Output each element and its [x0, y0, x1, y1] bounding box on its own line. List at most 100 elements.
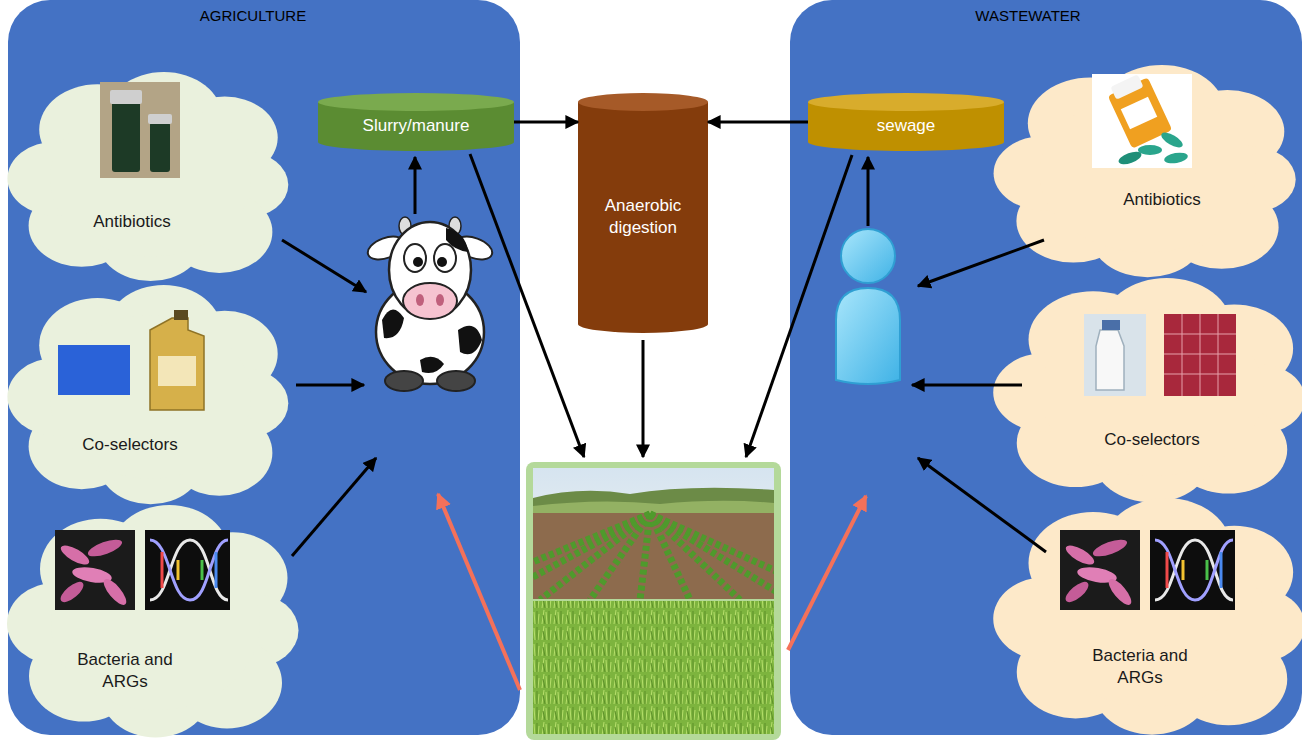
- cloud-outline: [1040, 309, 1263, 476]
- cow-figure: [403, 283, 457, 319]
- dna-picture: [1150, 530, 1235, 610]
- antibiotic-vials-picture: [100, 82, 180, 178]
- bacteria-picture: [57, 578, 86, 605]
- antibiotic-pills-picture: [1092, 74, 1192, 168]
- antibiotic-pills-picture: [1121, 97, 1157, 130]
- antibiotic-vials-picture: [110, 90, 142, 104]
- field-picture: [650, 514, 774, 599]
- dna-picture: [201, 560, 204, 580]
- storage-cylinder: Anaerobic digestion: [578, 93, 708, 333]
- bacteria-picture: [86, 536, 124, 560]
- cow-figure: [434, 244, 456, 272]
- antibiotic-pills-picture: [1117, 149, 1143, 167]
- field-picture: [533, 514, 650, 599]
- bacteria-picture: [55, 530, 135, 610]
- flow-arrow: [296, 384, 364, 387]
- cloud-outline: [50, 101, 251, 257]
- bacteria-picture: [55, 530, 135, 610]
- cloud-outline: [1040, 530, 1263, 706]
- field-picture: [650, 514, 774, 599]
- bacteria-picture: [58, 542, 92, 568]
- field-picture: [590, 514, 650, 599]
- antibiotic-vials-picture: [112, 100, 140, 172]
- node-label: sewage: [814, 115, 998, 137]
- flow-arrow: [514, 121, 578, 124]
- cow-figure: [437, 371, 475, 391]
- cow-figure: [420, 357, 444, 373]
- dna-picture: [150, 540, 228, 600]
- cow-figure: [376, 280, 484, 384]
- field-picture: [533, 468, 774, 599]
- cow-figure: [436, 294, 444, 306]
- node-label: Antibiotics: [52, 211, 212, 233]
- field-picture: [650, 514, 740, 599]
- cow-figure: [404, 244, 426, 272]
- node-label: Anaerobic digestion: [584, 195, 702, 239]
- cow-figure: [437, 257, 447, 267]
- node-label: Co-selectors: [1072, 429, 1232, 451]
- co-selector-picture: [1096, 330, 1124, 390]
- storage-cylinder: sewage: [808, 93, 1004, 151]
- field-picture: [540, 514, 650, 599]
- cow-figure: [385, 371, 423, 391]
- node-label: Bacteria and ARGs: [65, 649, 185, 693]
- bacteria-picture: [1060, 530, 1140, 610]
- node-label: Bacteria and ARGs: [1080, 645, 1200, 689]
- dna-picture: [1155, 540, 1233, 600]
- antibiotic-vials-picture: [148, 114, 172, 124]
- bacteria-picture: [1063, 542, 1097, 568]
- dna-picture: [1155, 540, 1233, 600]
- antibiotic-pills-picture: [1159, 130, 1185, 151]
- dna-picture: [177, 560, 180, 580]
- antibiotic-pills-picture: [1092, 74, 1192, 168]
- cloud-outline: [1039, 94, 1256, 252]
- co-selector-picture: [1164, 314, 1236, 396]
- field-picture: [533, 601, 774, 734]
- co-selector-picture: [1164, 314, 1236, 396]
- field-picture: [640, 514, 650, 599]
- cylinder-outline: [578, 93, 708, 111]
- antibiotic-pills-picture: [1110, 74, 1143, 99]
- field-picture: [533, 468, 774, 599]
- cow-figure: [382, 309, 404, 338]
- cow-figure: [458, 326, 482, 355]
- node-label: Co-selectors: [50, 434, 210, 456]
- co-selector-picture: [58, 345, 130, 395]
- cloud-outline: [1102, 498, 1231, 600]
- cloud-outline: [1102, 278, 1231, 375]
- cloud-outline: [51, 537, 260, 710]
- cloud-outline: [1005, 278, 1299, 498]
- person-figure: [836, 229, 900, 384]
- bacteria-picture: [1062, 578, 1091, 605]
- antibiotic-pills-picture: [1163, 151, 1188, 165]
- region-heading: AGRICULTURE: [178, 6, 328, 26]
- cow-figure: [389, 222, 471, 318]
- flow-arrow: [642, 340, 645, 457]
- field-picture: [533, 514, 650, 599]
- dna-picture: [1206, 560, 1209, 580]
- flow-arrow: [414, 157, 417, 214]
- dna-picture: [150, 540, 228, 600]
- co-selector-picture: [1084, 314, 1146, 396]
- cow-figure: [413, 257, 423, 267]
- region-heading: WASTEWATER: [953, 6, 1103, 26]
- input-cloud: Co-selectors: [1005, 278, 1299, 498]
- cow-figure: [416, 294, 424, 306]
- antibiotic-vials-picture: [150, 122, 170, 172]
- dna-picture: [1182, 560, 1185, 580]
- cloud-outline: [50, 315, 251, 478]
- co-selector-picture: [174, 310, 188, 320]
- dna-picture: [1220, 552, 1223, 588]
- co-selector-picture: [1102, 320, 1120, 330]
- dna-picture: [161, 552, 164, 588]
- dna-picture: [1166, 552, 1169, 588]
- storage-cylinder: Slurry/manure: [318, 93, 514, 151]
- flow-arrow: [867, 157, 870, 226]
- bacteria-picture: [1091, 536, 1129, 560]
- field-picture: [533, 514, 774, 599]
- cylinder-outline: [578, 102, 708, 333]
- dna-picture: [145, 530, 230, 610]
